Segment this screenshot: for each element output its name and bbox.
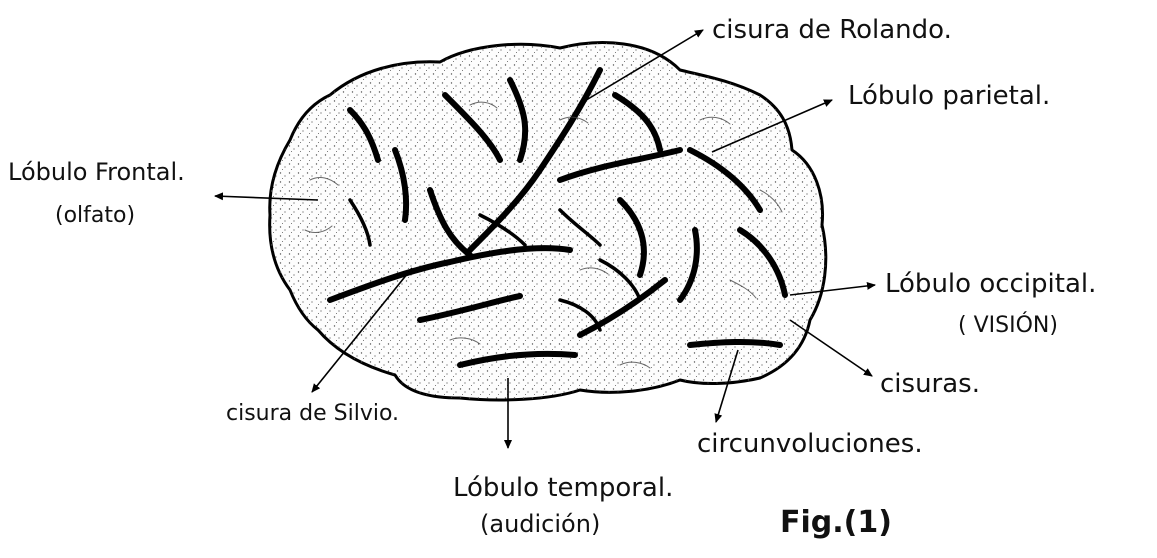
label-lobulo-occipital-sub: ( VISIÓN) — [958, 312, 1058, 338]
label-lobulo-temporal: Lóbulo temporal. — [453, 473, 673, 503]
figure-caption: Fig.(1) — [780, 505, 892, 540]
label-lobulo-frontal: Lóbulo Frontal. — [8, 158, 185, 186]
label-lobulo-parietal: Lóbulo parietal. — [848, 81, 1050, 111]
label-cisura-silvio: cisura de Silvio. — [226, 401, 399, 426]
label-lobulo-occipital: Lóbulo occipital. — [885, 269, 1096, 299]
label-cisura-rolando: cisura de Rolando. — [712, 15, 952, 45]
label-lobulo-temporal-sub: (audición) — [480, 510, 600, 538]
label-circunvoluciones: circunvoluciones. — [697, 429, 923, 459]
brain-outline — [270, 43, 826, 400]
label-cisuras: cisuras. — [880, 369, 980, 399]
label-lobulo-frontal-sub: (olfato) — [55, 203, 135, 228]
leader-cisuras — [790, 320, 872, 376]
